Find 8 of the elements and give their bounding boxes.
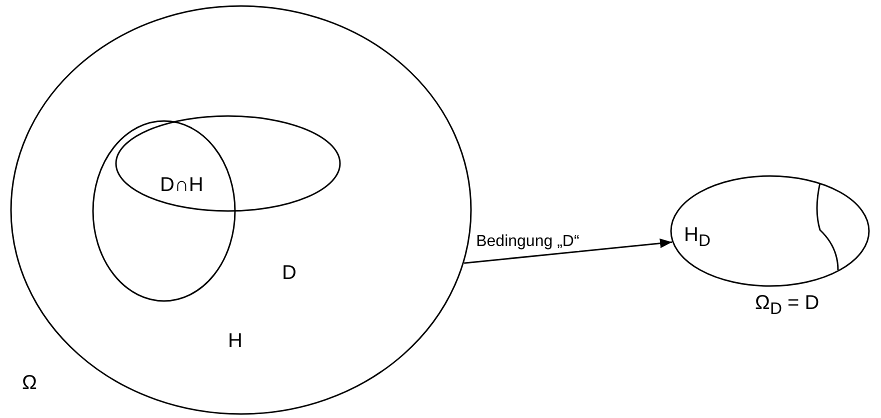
arrow bbox=[464, 238, 672, 264]
set-label: H bbox=[228, 330, 242, 352]
set-label: H$_{D}$ bbox=[684, 224, 710, 252]
set-equation: Ω$_{D}$ = D bbox=[755, 292, 820, 320]
set-label: Ω bbox=[22, 372, 37, 394]
edge-label: Bedingung „D“ bbox=[476, 233, 580, 252]
intersection-label: D∩H bbox=[160, 174, 204, 196]
set-label: D bbox=[282, 262, 296, 284]
